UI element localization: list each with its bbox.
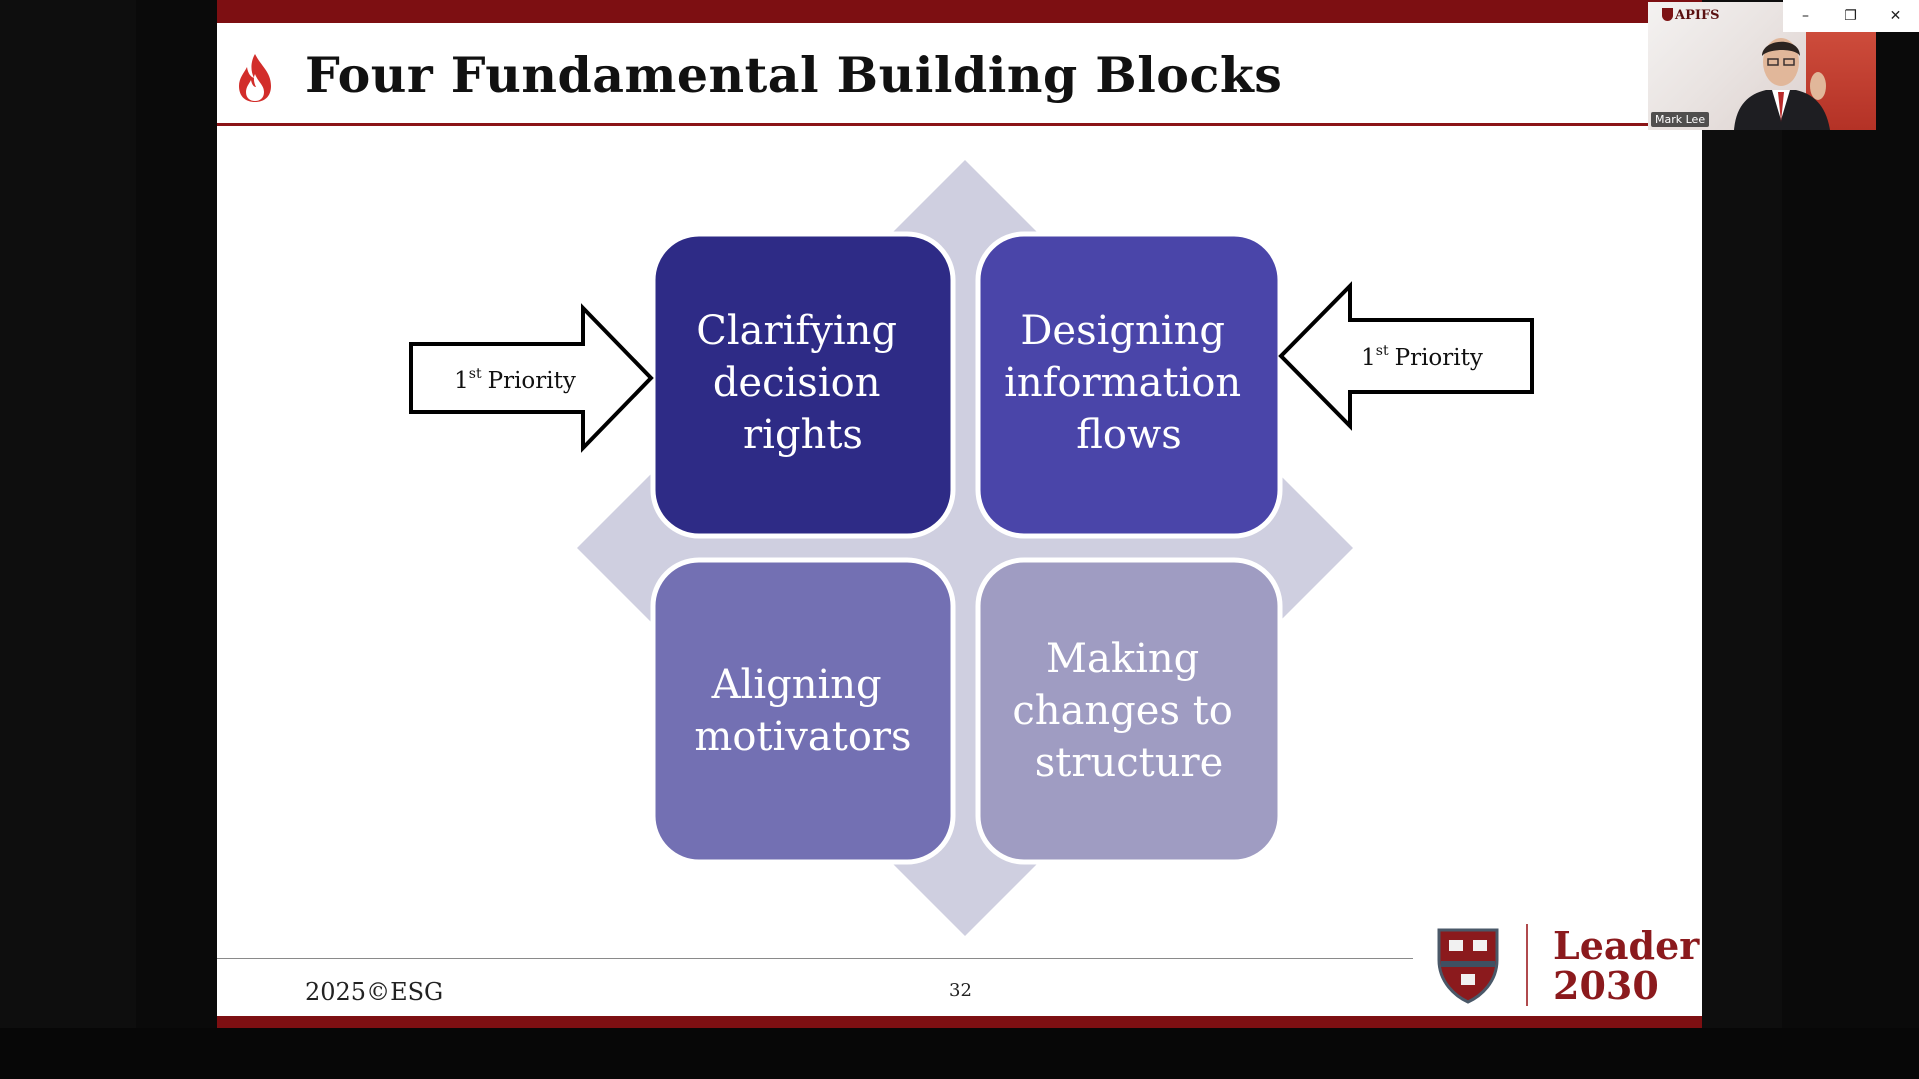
priority-label-left: 1st Priority (454, 366, 576, 394)
block-label-aligning: Aligning motivators (694, 662, 911, 760)
close-button[interactable]: ✕ (1873, 0, 1918, 32)
minimize-icon: – (1802, 8, 1809, 24)
presentation-slide: Four Fundamental Building Blocks Clarify… (217, 0, 1702, 1028)
brand-divider (1526, 924, 1528, 1006)
priority-arrow-right (1278, 281, 1534, 431)
brand-wordmark: Leader 2030 (1553, 926, 1699, 1006)
slide-top-bar (217, 0, 1702, 23)
block-making-changes-to-structure (975, 557, 1283, 865)
letterbox-left (0, 0, 136, 1028)
block-label-making-changes: Making changes to structure (1012, 636, 1245, 786)
block-label-designing: Designing information flows (1004, 308, 1254, 458)
video-logo-text: APIFS (1675, 8, 1720, 23)
letterbox-bottom (0, 1028, 1919, 1079)
page-number: 32 (949, 980, 972, 1001)
priority-left-suffix: st (469, 366, 482, 382)
participant-silhouette (1734, 38, 1830, 130)
restore-button[interactable]: ❐ (1828, 0, 1873, 32)
building-blocks-diagram: Clarifying decision rights Designing inf… (409, 160, 1534, 936)
copyright-text: 2025©ESG (305, 978, 444, 1006)
priority-arrow-left (409, 303, 654, 453)
video-logo: APIFS (1662, 8, 1720, 23)
priority-right-suffix: st (1376, 343, 1389, 359)
letterbox-right (1702, 0, 1782, 1028)
restore-icon: ❐ (1844, 8, 1857, 24)
block-designing-information-flows (975, 231, 1283, 539)
window-controls: – ❐ ✕ (1783, 0, 1919, 32)
block-aligning-motivators (650, 557, 956, 865)
flame-icon (239, 54, 271, 102)
block-label-clarifying: Clarifying decision rights (696, 308, 909, 458)
priority-left-word: Priority (488, 368, 576, 394)
slide-bottom-bar (217, 1016, 1702, 1028)
participant-name-tag: Mark Lee (1651, 112, 1710, 127)
brand-line-1: Leader (1553, 923, 1700, 968)
priority-left-number: 1 (454, 368, 469, 394)
minimize-button[interactable]: – (1783, 0, 1828, 32)
priority-label-right: 1st Priority (1361, 343, 1483, 371)
logo-shield-icon (1662, 8, 1673, 21)
slide-title: Four Fundamental Building Blocks (305, 46, 1283, 104)
shield-crest-icon (1437, 928, 1499, 1004)
title-underline (217, 123, 1702, 126)
priority-right-number: 1 (1361, 345, 1376, 371)
block-clarifying-decision-rights (650, 231, 956, 539)
priority-right-word: Priority (1395, 345, 1483, 371)
footer-rule (217, 958, 1413, 959)
brand-line-2: 2030 (1553, 963, 1659, 1008)
close-icon: ✕ (1889, 8, 1902, 24)
